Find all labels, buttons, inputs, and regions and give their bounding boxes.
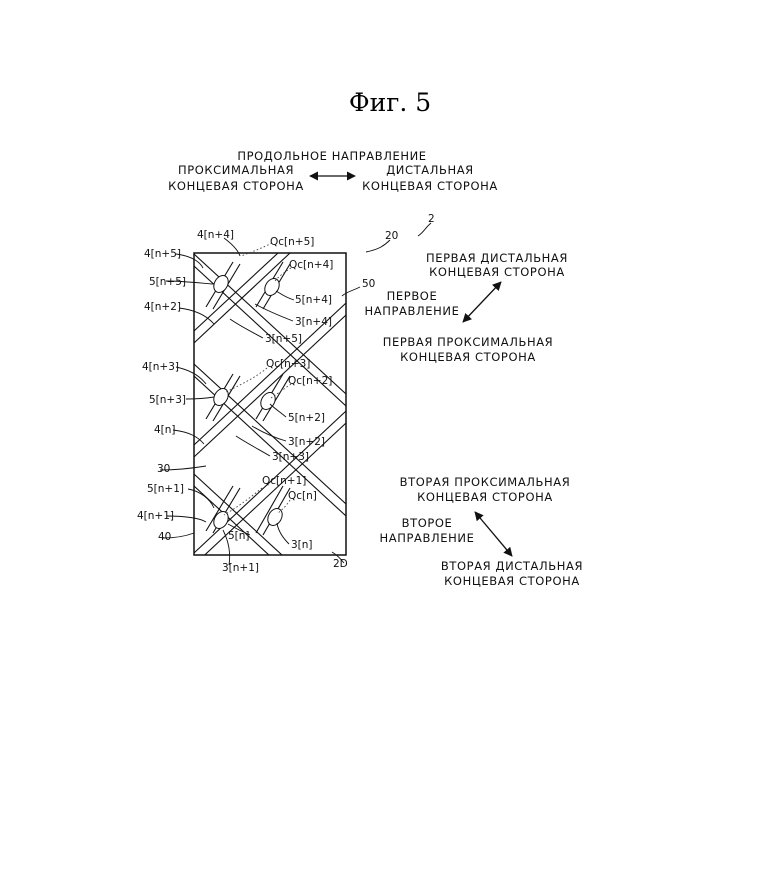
second-direction-name-line2: НАПРАВЛЕНИЕ — [380, 531, 475, 545]
ref-2d: 2D — [333, 558, 348, 570]
second-proximal-line1: ВТОРАЯ ПРОКСИМАЛЬНАЯ — [400, 475, 571, 489]
label-qc-n1: Qc[n+1] — [262, 475, 306, 487]
label-3-n: 3[n] — [291, 539, 313, 551]
first-distal-line2: КОНЦЕВАЯ СТОРОНА — [429, 265, 565, 279]
second-distal-line1: ВТОРАЯ ДИСТАЛЬНАЯ — [441, 559, 583, 573]
ref-2: 2 — [428, 213, 435, 225]
first-direction-arrow — [463, 282, 501, 322]
label-4-n2: 4[n+2] — [144, 301, 181, 313]
label-4-n5: 4[n+5] — [144, 248, 181, 260]
label-qc-n: Qc[n] — [288, 490, 317, 502]
label-5-n1: 5[n+1] — [147, 483, 184, 495]
label-5-n5: 5[n+5] — [149, 276, 186, 288]
label-5-n2: 5[n+2] — [288, 412, 325, 424]
longitudinal-distal-line1: ДИСТАЛЬНАЯ — [386, 163, 474, 177]
label-qc-n5: Qc[n+5] — [270, 236, 314, 248]
label-qc-n3: Qc[n+3] — [266, 358, 310, 370]
label-5-n: 5[n] — [228, 530, 250, 542]
first-proximal-line2: КОНЦЕВАЯ СТОРОНА — [400, 350, 536, 364]
second-distal-line2: КОНЦЕВАЯ СТОРОНА — [444, 574, 580, 588]
longitudinal-distal-line2: КОНЦЕВАЯ СТОРОНА — [362, 179, 498, 193]
label-4-n: 4[n] — [154, 424, 176, 436]
label-4-n1: 4[n+1] — [137, 510, 174, 522]
ref-30: 30 — [157, 463, 170, 475]
first-proximal-line1: ПЕРВАЯ ПРОКСИМАЛЬНАЯ — [383, 335, 554, 349]
label-3-n4: 3[n+4] — [295, 316, 332, 328]
longitudinal-direction-title: ПРОДОЛЬНОЕ НАПРАВЛЕНИЕ — [237, 149, 426, 163]
label-3-n3: 3[n+3] — [272, 451, 309, 463]
second-direction-name-line1: ВТОРОЕ — [402, 516, 453, 530]
label-qc-n2: Qc[n+2] — [288, 375, 332, 387]
ref-40: 40 — [158, 531, 171, 543]
label-5-n4: 5[n+4] — [295, 294, 332, 306]
first-direction-name-line2: НАПРАВЛЕНИЕ — [365, 304, 460, 318]
label-5-n3: 5[n+3] — [149, 394, 186, 406]
label-3-n2: 3[n+2] — [288, 436, 325, 448]
label-4-n4: 4[n+4] — [197, 229, 234, 241]
label-3-n5: 3[n+5] — [265, 333, 302, 345]
second-direction-arrow — [475, 512, 512, 556]
longitudinal-proximal-line2: КОНЦЕВАЯ СТОРОНА — [168, 179, 304, 193]
label-qc-n4: Qc[n+4] — [289, 259, 333, 271]
first-direction-name-line1: ПЕРВОЕ — [387, 289, 438, 303]
first-distal-line1: ПЕРВАЯ ДИСТАЛЬНАЯ — [426, 251, 568, 265]
longitudinal-proximal-line1: ПРОКСИМАЛЬНАЯ — [178, 163, 294, 177]
label-3-n1: 3[n+1] — [222, 562, 259, 574]
label-4-n3: 4[n+3] — [142, 361, 179, 373]
second-proximal-line2: КОНЦЕВАЯ СТОРОНА — [417, 490, 553, 504]
ref-50: 50 — [362, 278, 375, 290]
ref-20: 20 — [385, 230, 398, 242]
